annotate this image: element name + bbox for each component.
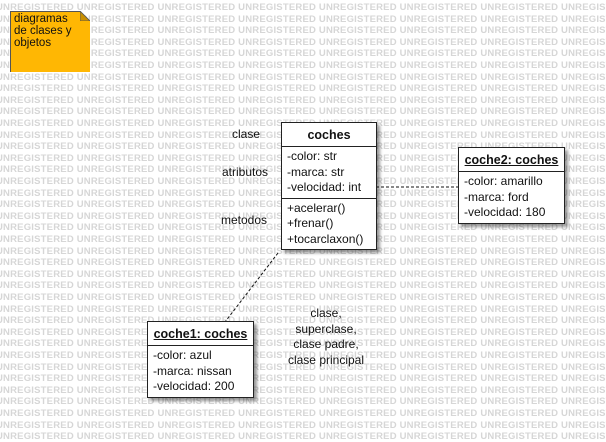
diagram-note[interactable] bbox=[10, 11, 90, 72]
object-name: coche2: coches bbox=[459, 148, 564, 172]
class-coches[interactable]: coches -color: str -marca: str -velocida… bbox=[281, 122, 377, 250]
note-text: diagramas de clases y objetos bbox=[14, 13, 86, 49]
object-name: coche1: coches bbox=[148, 322, 253, 346]
class-methods: +acelerar() +frenar() +tocarclaxon() bbox=[282, 197, 376, 250]
synonym-line: superclase, bbox=[295, 321, 357, 336]
class-method: +acelerar() bbox=[287, 200, 346, 215]
label-atributos: atributos bbox=[222, 165, 269, 179]
note-fold-corner bbox=[80, 11, 90, 21]
class-attribute: -marca: str bbox=[287, 164, 345, 179]
class-attribute: -velocidad: int bbox=[287, 180, 362, 194]
object-attribute: -velocidad: 200 bbox=[153, 379, 235, 393]
object-name-text: coche2: coches bbox=[464, 153, 559, 167]
class-name: coches bbox=[282, 123, 376, 147]
synonym-line: clase, bbox=[310, 306, 342, 320]
class-attributes: -color: str -marca: str -velocidad: int bbox=[282, 147, 376, 198]
label-metodos: metodos bbox=[221, 213, 268, 227]
class-attribute: -color: str bbox=[287, 149, 338, 163]
object-name-text: coche1: coches bbox=[153, 327, 248, 341]
object-attribute: -color: amarillo bbox=[464, 174, 543, 188]
note-line: de clases y bbox=[14, 25, 72, 37]
note-line: objetos bbox=[14, 37, 52, 49]
note-line: diagramas bbox=[14, 13, 68, 25]
label-synonyms: clase, superclase, clase padre, clase pr… bbox=[276, 306, 376, 368]
class-method: +tocarclaxon() bbox=[287, 231, 364, 246]
object-coche1[interactable]: coche1: coches -color: azul -marca: niss… bbox=[147, 321, 254, 398]
object-attribute: -marca: nissan bbox=[153, 363, 232, 378]
object-attribute: -marca: ford bbox=[464, 189, 529, 204]
instance-link-coche1[interactable] bbox=[224, 252, 279, 323]
object-attribute: -velocidad: 180 bbox=[464, 205, 546, 219]
synonym-line: clase principal bbox=[287, 352, 365, 367]
object-attribute: -color: azul bbox=[153, 348, 212, 362]
label-clase: clase bbox=[232, 127, 261, 141]
object-coche2[interactable]: coche2: coches -color: amarillo -marca: … bbox=[458, 147, 565, 224]
synonym-line: clase padre, bbox=[293, 337, 359, 351]
object-attributes: -color: azul -marca: nissan -velocidad: … bbox=[148, 346, 253, 397]
object-attributes: -color: amarillo -marca: ford -velocidad… bbox=[459, 172, 564, 223]
class-method: +frenar() bbox=[287, 216, 334, 230]
